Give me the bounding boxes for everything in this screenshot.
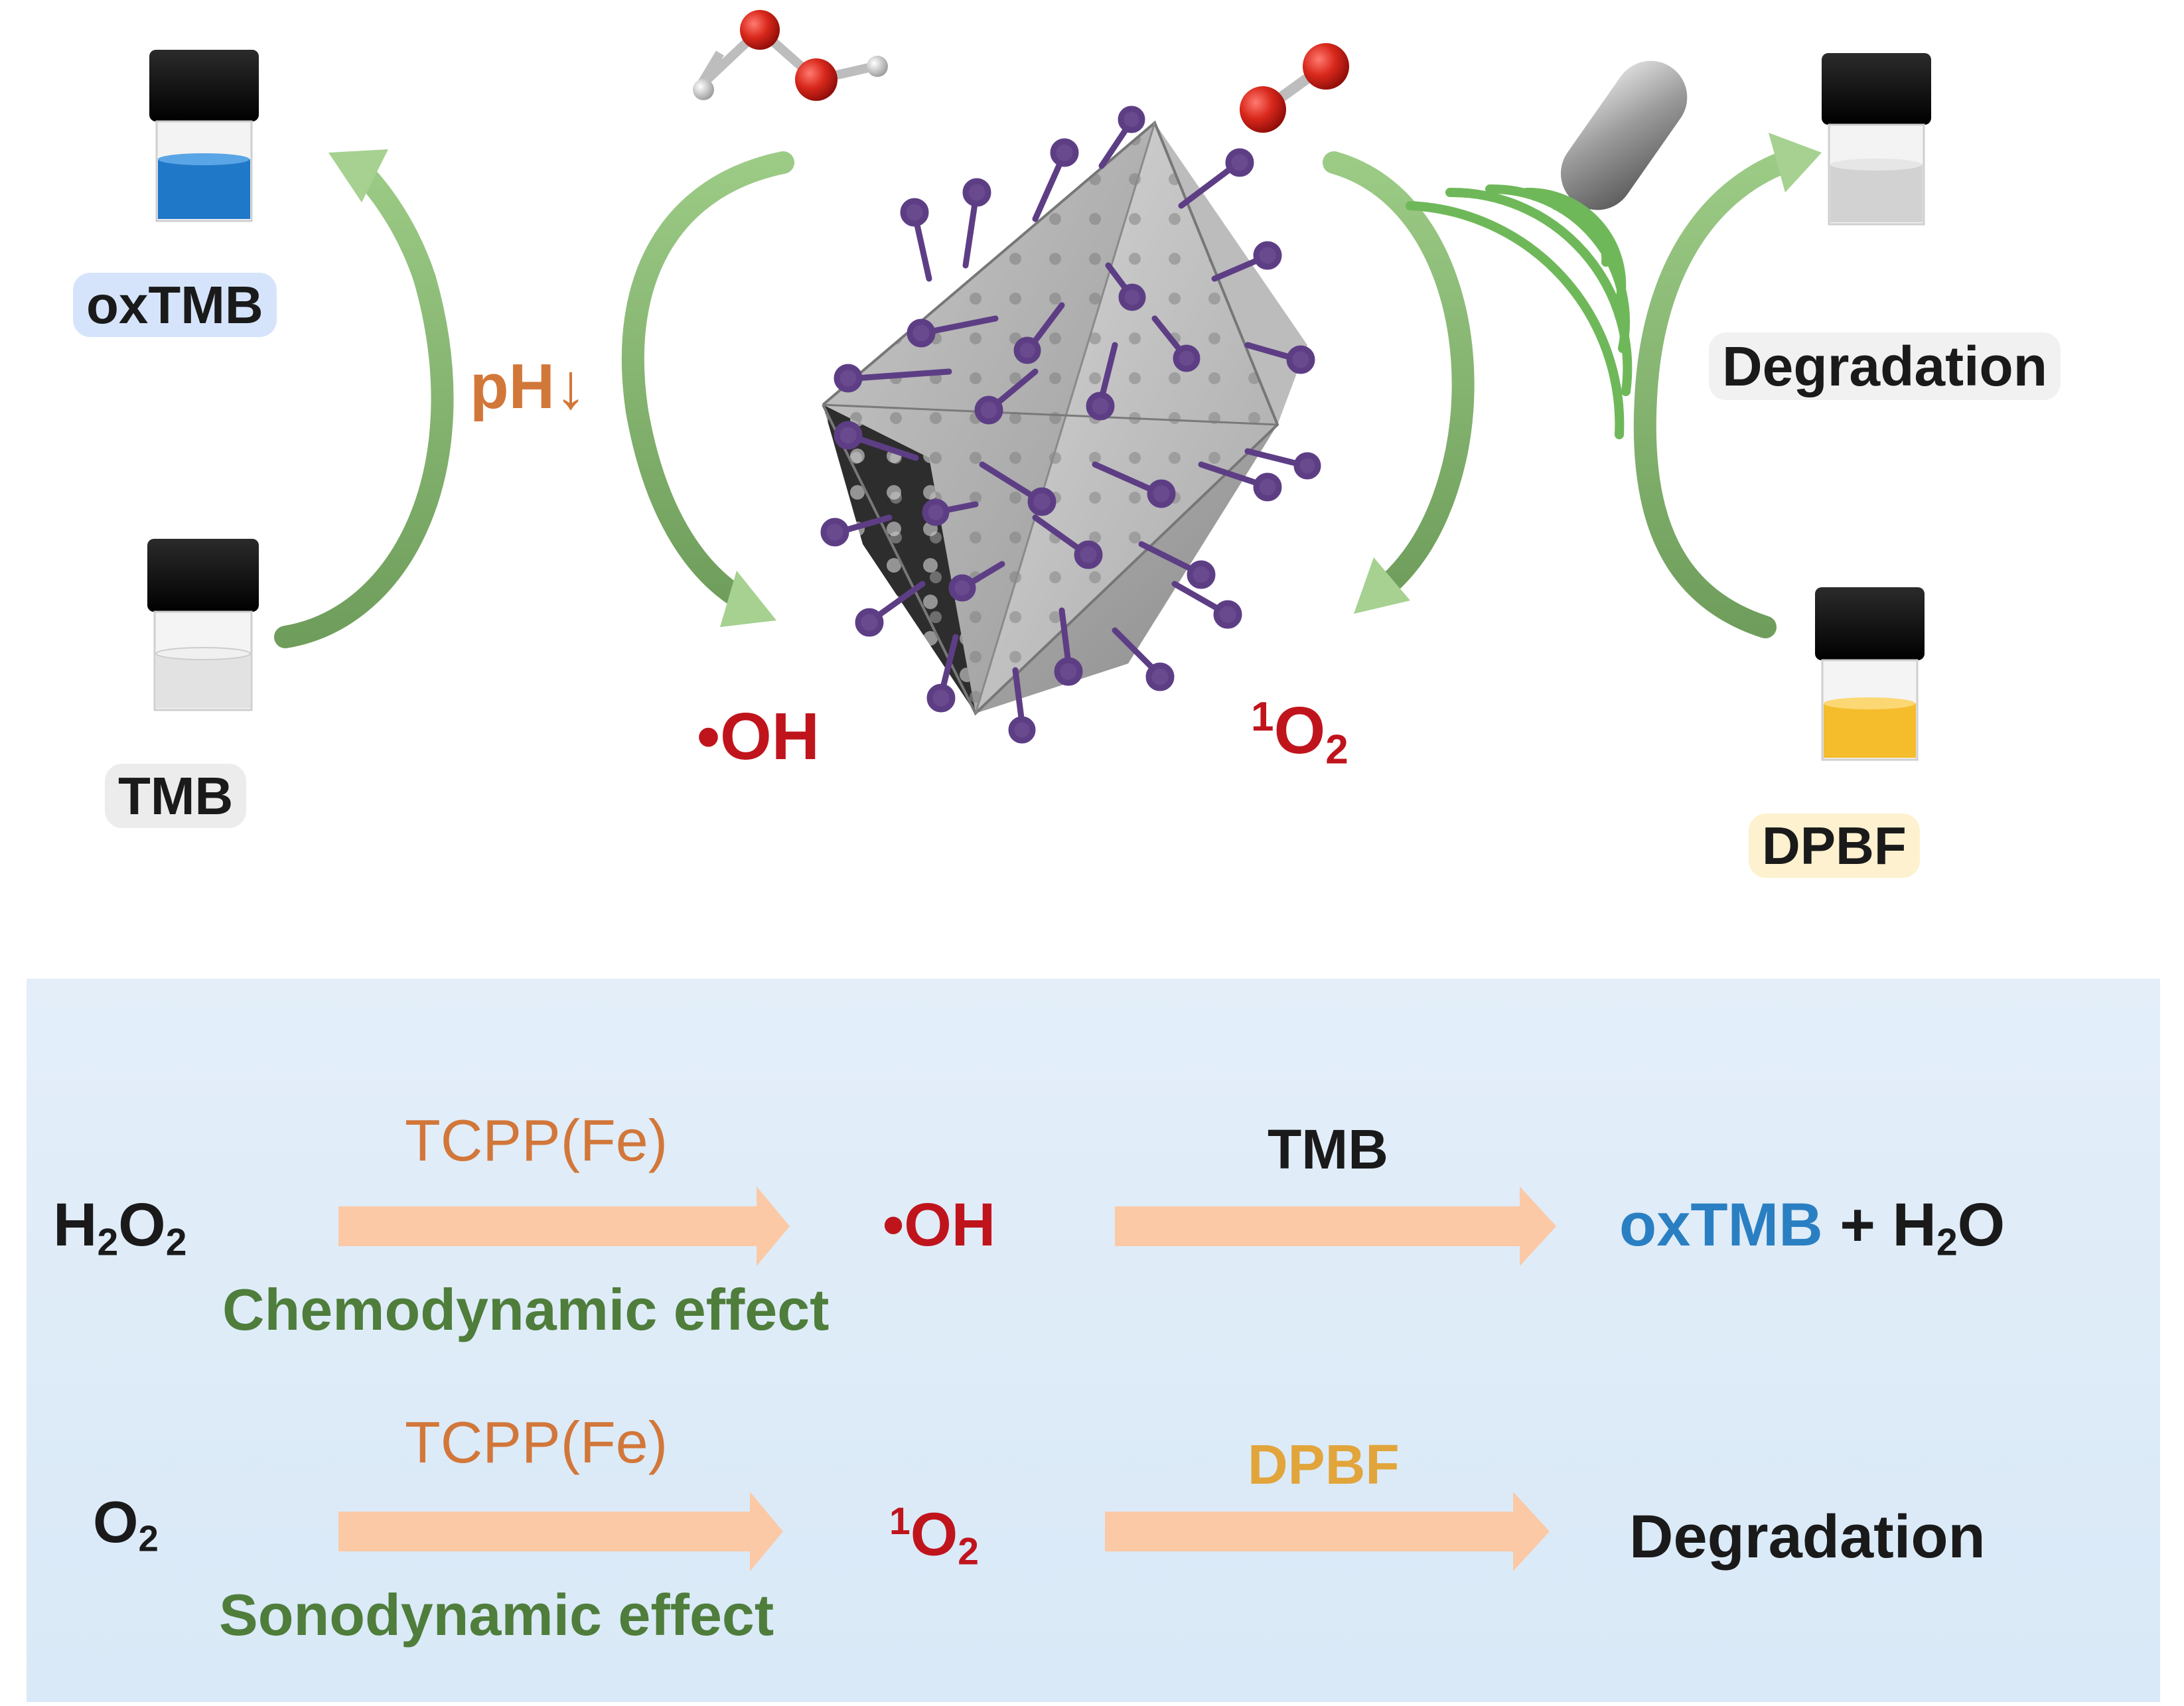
h2o2-molecule-icon bbox=[693, 10, 888, 101]
oxtmb-label: oxTMB bbox=[73, 273, 277, 337]
vial-tmb-icon bbox=[147, 539, 259, 711]
row2-effect-label: Sonodynamic effect bbox=[219, 1582, 774, 1648]
row1-product: oxTMB + H2O bbox=[1619, 1191, 2005, 1264]
dpbf-label: DPBF bbox=[1749, 814, 1920, 878]
row1-effect-label: Chemodynamic effect bbox=[222, 1277, 830, 1342]
scheme-illustration bbox=[147, 10, 1931, 761]
o2-molecule-icon bbox=[1240, 43, 1349, 133]
reaction-equations-panel bbox=[27, 979, 2160, 1702]
arrow-row1-reagent bbox=[1115, 1186, 1556, 1266]
ultrasound-probe-icon bbox=[1560, 60, 1688, 210]
arrow-o2-to-singlet bbox=[1323, 151, 1475, 614]
vial-oxtmb-icon bbox=[149, 50, 259, 222]
vial-degraded-icon bbox=[1822, 53, 1931, 226]
arrow-dpbf-degradation bbox=[1633, 133, 1822, 638]
hydroxyl-radical-label: •OH bbox=[697, 699, 820, 774]
row2-reagent-label: DPBF bbox=[1248, 1433, 1400, 1496]
mof-octahedron-nanoparticle-icon bbox=[820, 106, 1321, 744]
row1-reactant-h2o2: H2O2 bbox=[53, 1191, 187, 1264]
ph-decrease-label: pH↓ bbox=[470, 351, 587, 422]
vial-dpbf-icon bbox=[1815, 587, 1925, 761]
singlet-oxygen-label: 1O2 bbox=[1251, 693, 1348, 773]
row2-catalyst-label: TCPP(Fe) bbox=[405, 1409, 668, 1475]
row1-intermediate-oh: •OH bbox=[883, 1191, 996, 1259]
arrow-row1-catalyst bbox=[338, 1186, 790, 1266]
row1-reagent-label: TMB bbox=[1268, 1118, 1388, 1180]
row2-product-label: Degradation bbox=[1629, 1503, 1986, 1571]
degradation-label: Degradation bbox=[1709, 332, 2061, 400]
arrow-tmb-to-oxtmb bbox=[274, 149, 454, 648]
ultrasound-waves-icon bbox=[1406, 184, 1633, 439]
arrow-h2o2-to-oh bbox=[621, 151, 794, 627]
arrow-row2-reagent bbox=[1105, 1492, 1550, 1571]
row2-intermediate-singlet-oxygen: 1O2 bbox=[889, 1500, 979, 1573]
row1-catalyst-label: TCPP(Fe) bbox=[405, 1107, 668, 1173]
tmb-label: TMB bbox=[105, 764, 247, 828]
row2-reactant-o2: O2 bbox=[93, 1489, 159, 1559]
arrow-row2-catalyst bbox=[338, 1492, 783, 1571]
